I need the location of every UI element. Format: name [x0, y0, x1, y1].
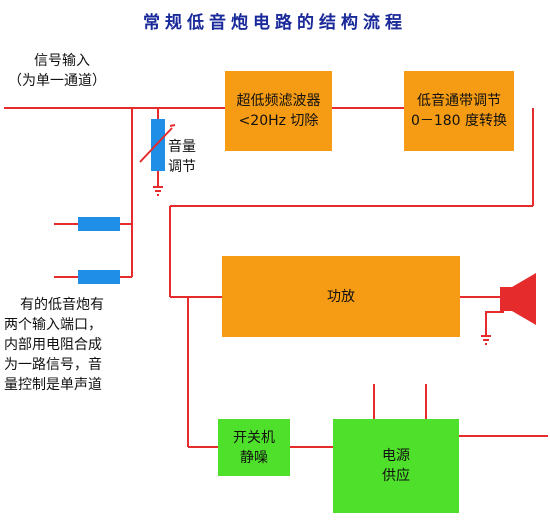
lowpass-filter-label: 超低频滤波器 — [236, 93, 321, 109]
volume-potentiometer — [151, 119, 165, 171]
power-supply-block: 电源 供应 — [333, 419, 459, 513]
speaker-ground-wire — [485, 311, 504, 336]
phase-adjust-label: 低音通带调节 — [417, 93, 501, 109]
lowpass-filter-block: 超低频滤波器 <20Hz 切除 — [225, 71, 332, 151]
power-supply-label-sub: 供应 — [382, 468, 410, 484]
potentiometer-arrow-tip — [169, 124, 176, 127]
note-line-1: 有的低音炮有 — [20, 297, 104, 313]
mute-label-sub: 静噪 — [240, 449, 268, 466]
input-label: 信号输入 — [34, 53, 90, 69]
potentiometer-arrow — [139, 127, 173, 163]
note-line-5: 量控制是单声道 — [4, 377, 102, 393]
note-line-4: 为一路信号，音 — [4, 357, 102, 373]
mute-block: 开关机 静噪 — [218, 419, 290, 476]
mute-label: 开关机 — [233, 429, 275, 446]
note-line-3: 内部用电阻合成 — [4, 337, 102, 353]
speaker-magnet — [500, 287, 512, 311]
phase-adjust-spec: 0－180 度转换 — [410, 113, 508, 129]
volume-label-sub: 调节 — [168, 159, 196, 175]
phase-adjust-block: 低音通带调节 0－180 度转换 — [404, 71, 514, 151]
diagram-title: 常规低音炮电路的结构流程 — [143, 13, 407, 33]
amplifier-label: 功放 — [327, 288, 355, 305]
lowpass-filter-spec: <20Hz 切除 — [238, 113, 319, 129]
input-resistor-b — [78, 270, 120, 284]
power-supply-label: 电源 — [382, 448, 410, 464]
input-label-sub: （为单一通道） — [8, 73, 106, 89]
note-line-2: 两个输入端口， — [4, 317, 102, 333]
volume-label: 音量 — [168, 139, 196, 155]
amplifier-block: 功放 — [222, 256, 460, 337]
speaker-cone-icon — [512, 273, 536, 325]
input-resistor-a — [78, 217, 120, 231]
